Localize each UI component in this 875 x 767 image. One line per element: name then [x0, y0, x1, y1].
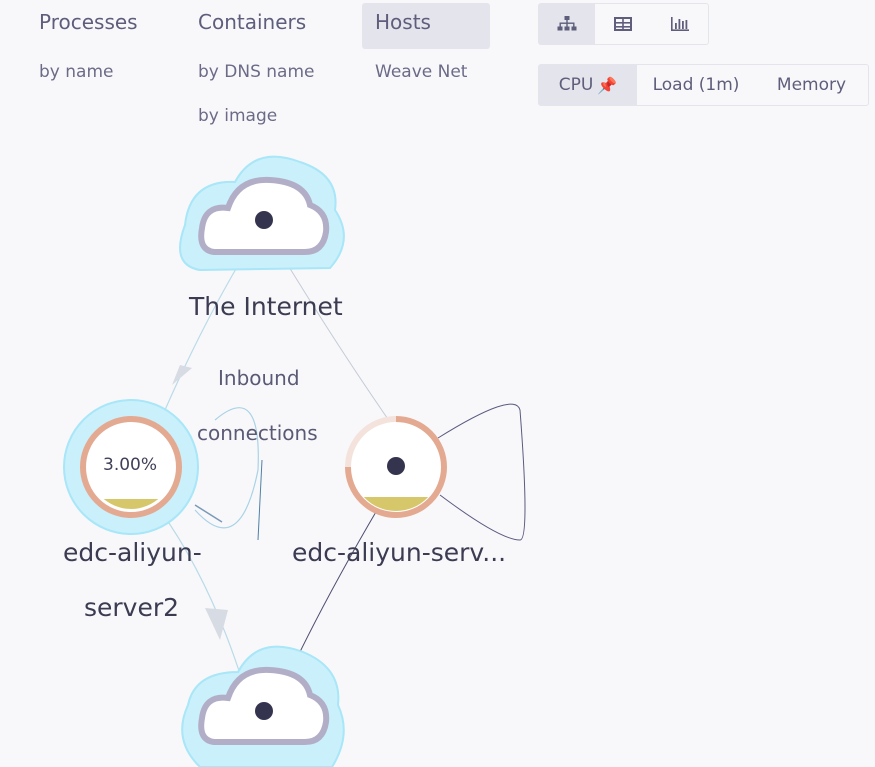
outbound-cloud-node[interactable] [181, 645, 345, 767]
cloud-center-dot [255, 211, 273, 229]
edge-node1-to-dest [159, 509, 243, 681]
edge-node1-loop [194, 407, 259, 529]
internet-cloud-node[interactable] [179, 155, 345, 272]
metric-cpu-label: CPU [558, 75, 594, 95]
metric-cpu-button[interactable]: CPU 📌 [539, 65, 637, 105]
topology-processes[interactable]: Processes [39, 10, 138, 34]
view-mode-selector [538, 3, 709, 45]
cloud-center-dot [255, 702, 273, 720]
internet-label: The Internet [189, 292, 343, 321]
hosts-tab-highlight [362, 3, 490, 49]
node1-body [85, 421, 177, 513]
hosts-weave-net[interactable]: Weave Net [375, 62, 468, 82]
containers-by-dns-name[interactable]: by DNS name [198, 62, 315, 82]
resources-view-button[interactable] [652, 4, 708, 44]
graph-view-button[interactable] [539, 4, 596, 44]
node1-cpu-fill [89, 499, 173, 509]
graph-view-icon [557, 16, 577, 31]
edge-internet-to-node2 [285, 261, 391, 423]
host-node-server2[interactable] [63, 399, 199, 535]
connections-label: connections [197, 421, 318, 445]
table-view-button[interactable] [595, 4, 651, 44]
resources-view-icon [670, 17, 689, 31]
inbound-label: Inbound [218, 366, 300, 390]
edge-node1-loop-dark [257, 459, 263, 541]
metric-selector: CPU 📌 Load (1m) Memory [538, 64, 869, 106]
graph-edges [159, 261, 526, 681]
edge-node2-loop [437, 403, 526, 541]
topology-containers[interactable]: Containers [198, 10, 307, 34]
edge-node1-short [194, 504, 223, 523]
containers-by-image[interactable]: by image [198, 106, 278, 126]
arrowhead-node1 [172, 365, 192, 385]
edge-node2-to-dest [295, 504, 381, 661]
node1-label-line2: server2 [84, 593, 180, 622]
table-view-icon [614, 17, 633, 31]
metric-load-label: Load (1m) [652, 75, 740, 95]
metric-memory-button[interactable]: Memory [755, 65, 868, 105]
edge-internet-to-node1 [164, 261, 241, 411]
host-node-server[interactable] [345, 416, 447, 518]
node1-cpu-value: 3.00% [103, 455, 158, 475]
metric-memory-label: Memory [776, 75, 847, 95]
node2-label: edc-aliyun-serv... [292, 538, 507, 567]
node1-label-line1: edc-aliyun- [63, 538, 202, 567]
node1-ring [80, 416, 182, 518]
arrowhead-dest [205, 608, 228, 640]
node2-center-dot [387, 457, 405, 475]
pin-icon: 📌 [597, 75, 618, 95]
node2-ring-rest [345, 416, 397, 468]
topology-hosts[interactable]: Hosts [375, 10, 431, 34]
metric-load-button[interactable]: Load (1m) [637, 65, 755, 105]
processes-by-name[interactable]: by name [39, 62, 114, 82]
node2-ring-progress [345, 416, 447, 518]
